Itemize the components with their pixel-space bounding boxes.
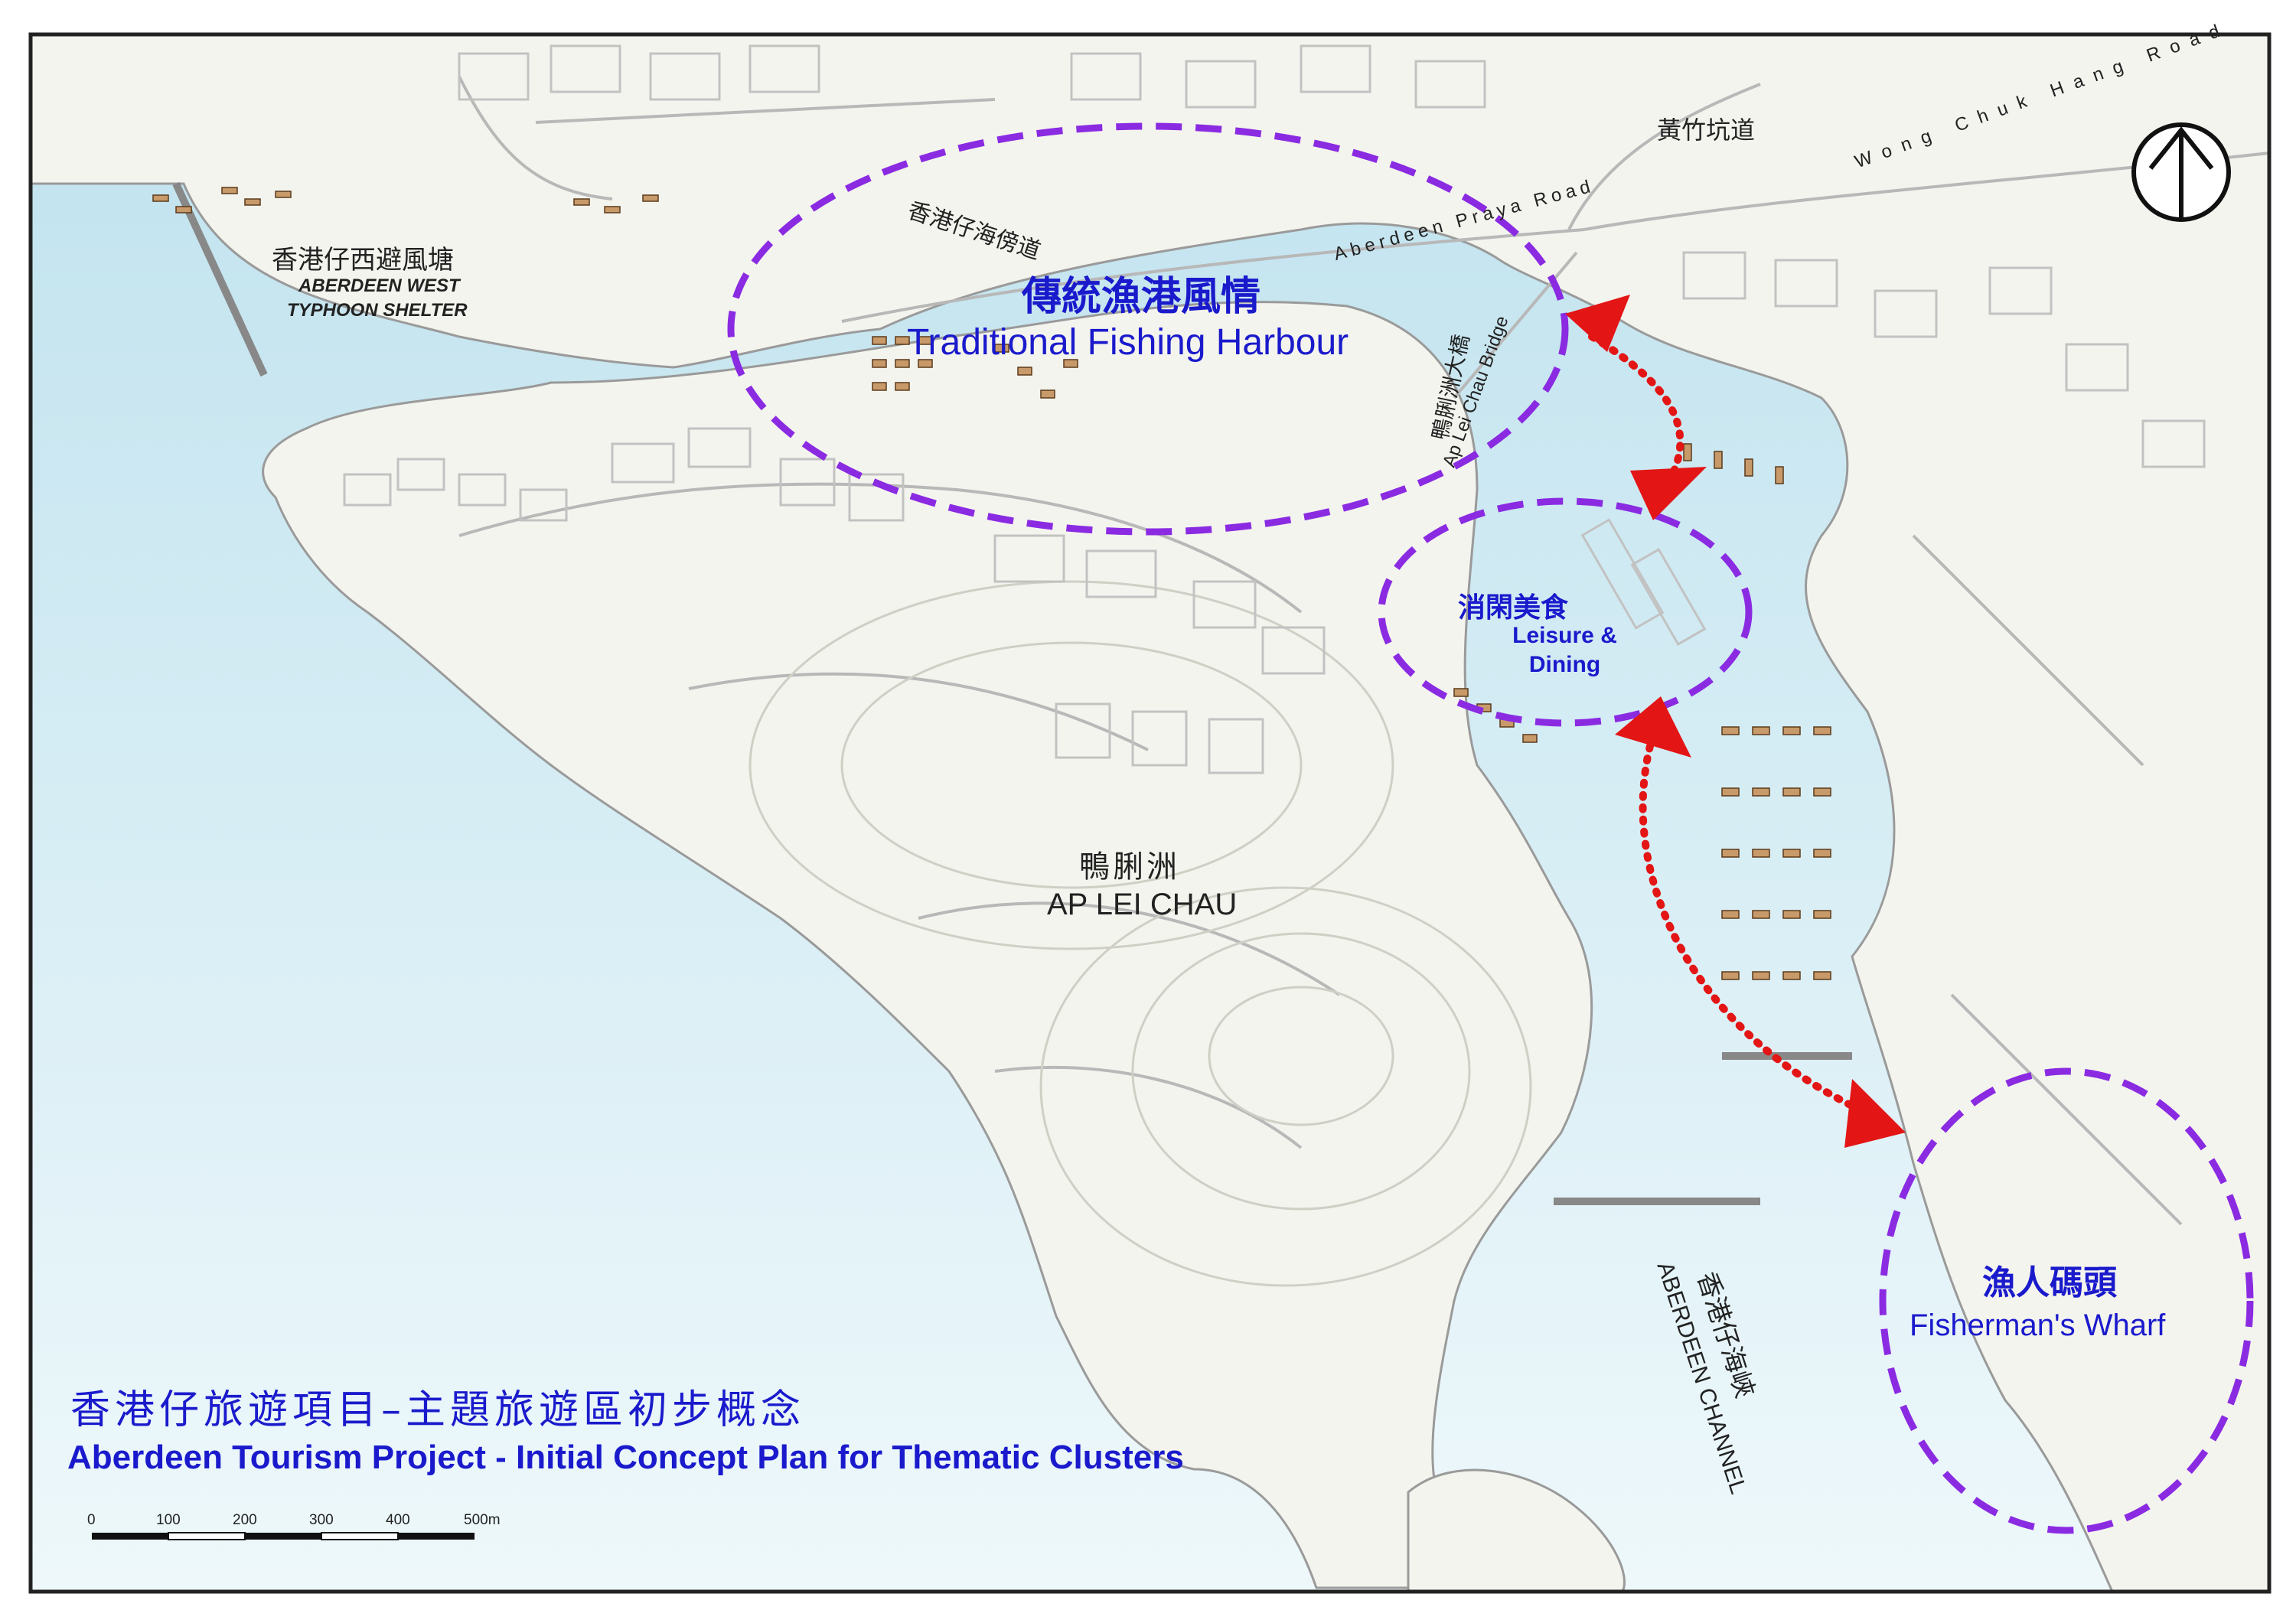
north-arrow-icon xyxy=(2131,122,2231,222)
terrain-contours xyxy=(748,580,1532,1287)
label-typhoon-shelter-en-2: TYPHOON SHELTER xyxy=(287,300,468,321)
cluster-title-fishermans-wharf-zh: 漁人碼頭 xyxy=(1982,1263,2117,1302)
scale-tick-label: 100 xyxy=(156,1512,181,1528)
cluster-title-leisure-dining-en: Leisure & Dining xyxy=(1512,623,1617,677)
building-blocks xyxy=(343,44,2206,774)
cluster-outline-fishermans-wharf xyxy=(1879,1067,2254,1534)
scale-tick-label: 200 xyxy=(233,1512,257,1528)
map-title-zh: 香港仔旅遊項目–主題旅遊區初步概念 xyxy=(70,1387,806,1433)
label-typhoon-shelter-en-1: ABERDEEN WEST xyxy=(298,275,460,296)
label-ap-lei-chau-zh: 鴨脷洲 xyxy=(1079,849,1180,885)
label-wong-chuk-hang-zh: 黃竹坑道 xyxy=(1657,116,1756,145)
arrowhead-harbour xyxy=(1565,295,1630,352)
scale-tick-label: 400 xyxy=(386,1512,410,1528)
link-dining-to-wharf xyxy=(1639,731,1864,1113)
label-ap-lei-chau-en: AP LEI CHAU xyxy=(1047,888,1238,921)
arrowhead-dining-bottom xyxy=(1615,696,1691,758)
arrowhead-dining-top xyxy=(1630,467,1707,520)
cluster-title-fishermans-wharf-en: Fisherman's Wharf xyxy=(1910,1309,2166,1342)
moored-boats xyxy=(152,187,1831,980)
map-title-en: Aberdeen Tourism Project - Initial Conce… xyxy=(67,1439,1184,1476)
arrowhead-wharf xyxy=(1844,1079,1906,1148)
cluster-title-fishing-harbour-zh: 傳統漁港風情 xyxy=(1022,274,1261,320)
cluster-outline-fishing-harbour xyxy=(727,122,1569,536)
ap-lei-chau-island xyxy=(262,301,1593,1589)
scale-bar xyxy=(92,1532,475,1540)
scale-tick-label: 0 xyxy=(87,1512,96,1528)
label-typhoon-shelter-zh: 香港仔西避風塘 xyxy=(272,245,454,275)
map-frame xyxy=(28,32,2272,1594)
cluster-outline-leisure-dining xyxy=(1378,497,1753,727)
breakwater-west xyxy=(172,181,268,377)
cluster-title-fishing-harbour-en: Traditional Fishing Harbour xyxy=(907,322,1349,363)
scale-tick-label: 500m xyxy=(464,1512,501,1528)
aberdeen-landmass xyxy=(29,33,2271,1593)
scale-tick-label: 300 xyxy=(309,1512,334,1528)
small-island xyxy=(1407,1468,1626,1593)
link-arrows xyxy=(1565,295,1906,1148)
road-network xyxy=(458,76,2270,1226)
link-harbour-to-dining xyxy=(1588,333,1684,486)
cluster-title-leisure-dining-zh: 消閑美食 xyxy=(1458,592,1569,624)
